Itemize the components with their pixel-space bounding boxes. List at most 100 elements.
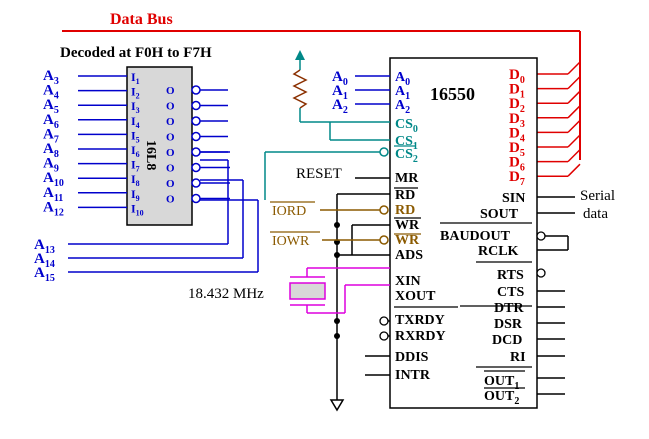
data-bus-title: Data Bus: [110, 11, 173, 28]
uart-right-wires: [536, 196, 575, 395]
pin-ads: ADS: [395, 248, 423, 263]
data-pin-D7: D7: [509, 169, 525, 188]
decoder-input-A6: A6: [43, 112, 59, 131]
data-pin-D6: D6: [509, 155, 525, 174]
decoder-pin-label: I7: [131, 158, 140, 174]
decoder-input-A11: A11: [43, 185, 63, 204]
pin-dtr: DTR: [494, 301, 524, 316]
control-wiring: [329, 177, 390, 412]
decoder-pin-label: I3: [131, 99, 140, 115]
decoder-input-A5: A5: [43, 97, 59, 116]
decoder-output-label: O: [166, 132, 175, 144]
io-control-lines: [270, 201, 389, 245]
decoder-input-A10: A10: [43, 170, 64, 189]
decoded-label: Decoded at F0H to F7H: [60, 45, 212, 61]
crystal-label: 18.432 MHz: [188, 286, 264, 302]
uart-address-A2: A2: [332, 97, 348, 116]
address-A13: A13: [34, 237, 55, 256]
pin-wr-bar: WR: [395, 233, 420, 248]
decoder-input-A12: A12: [43, 199, 64, 218]
pin-dsr: DSR: [494, 317, 523, 332]
pin-dcd: DCD: [492, 333, 522, 348]
decoder-output-bubble: [191, 162, 201, 173]
decoder-output-bubble: [191, 147, 201, 157]
decoder-chip: [126, 66, 193, 226]
pin-intr: INTR: [395, 368, 431, 383]
decoder-output-label: O: [166, 116, 175, 128]
data-pin-D3: D3: [509, 111, 525, 130]
address-A15: A15: [34, 265, 55, 284]
uart-address-A1: A1: [332, 83, 348, 102]
pin-a0: A0: [395, 70, 410, 88]
data-pin-D5: D5: [509, 140, 525, 159]
pin-a2: A2: [395, 98, 410, 116]
pin-rd: RD: [395, 188, 415, 203]
decoder-pin-label: I8: [131, 172, 140, 188]
pin-rd-bar: RD: [395, 203, 415, 218]
decoder-output-label: O: [166, 194, 175, 206]
pin-ddis: DDIS: [395, 350, 429, 365]
address-A14: A14: [34, 251, 55, 270]
iowr-label: IOWR: [272, 234, 310, 249]
decoder-output-bubble: [191, 131, 201, 142]
uart-address-A0: A0: [332, 69, 348, 88]
chip-select-network: [264, 50, 390, 200]
reset-label: RESET: [296, 166, 342, 182]
decoder-pin-label: I4: [131, 114, 140, 130]
decoder-pin-label: I6: [131, 143, 140, 159]
pin-cs2: CS2: [395, 147, 418, 165]
serial-label: Serial: [580, 188, 615, 204]
pin-xout: XOUT: [395, 289, 436, 304]
data-pin-D4: D4: [509, 125, 525, 144]
decoder-input-A3: A3: [43, 68, 59, 87]
pin-mr: MR: [395, 171, 419, 186]
uart-chip-label: 16550: [430, 84, 475, 104]
pin-baudout: BAUDOUT: [440, 229, 511, 244]
decoder-input-A8: A8: [43, 141, 59, 160]
decoder-output-label: O: [166, 85, 175, 97]
decoder-output-label: O: [166, 101, 175, 113]
pin-cts: CTS: [497, 285, 524, 300]
decoder-output-bubble: [191, 178, 201, 188]
data-pin-D1: D1: [509, 82, 525, 101]
pin-sin: SIN: [502, 191, 525, 206]
pin-rts: RTS: [497, 268, 524, 283]
data-label: data: [583, 206, 608, 222]
decoder-output-label: O: [166, 178, 175, 190]
pin-sout: SOUT: [480, 207, 519, 222]
pin-cs0: CS0: [395, 117, 418, 135]
uart-left-pins: A0 A1 A2 CS0 CS1 CS2 MR RD RD WR WR ADS …: [394, 70, 458, 383]
iord-label: IORD: [272, 204, 306, 219]
decoder-input-A7: A7: [43, 126, 59, 145]
crystal-oscillator: [289, 267, 390, 314]
pin-rxrdy: RXRDY: [395, 329, 446, 344]
data-bus-taps: [537, 61, 581, 177]
decoder-pin-label: I5: [131, 128, 140, 144]
decoder-output-label: O: [166, 147, 175, 159]
pin-wr: WR: [395, 218, 420, 233]
decoder-output-label: O: [166, 163, 175, 175]
decoder-pin-label: I2: [131, 85, 140, 101]
decoder-output-bubble: [191, 193, 201, 204]
decoder-pin-label: I1: [131, 70, 140, 86]
pin-a1: A1: [395, 84, 410, 102]
decoder-output-bubble: [191, 85, 201, 95]
decoder-input-A4: A4: [43, 83, 59, 102]
pin-out1: OUT1: [484, 374, 519, 392]
decoder-output-bubble: [191, 100, 201, 111]
pin-ri: RI: [510, 350, 526, 365]
data-bus: [62, 30, 581, 177]
data-pin-D2: D2: [509, 96, 525, 115]
pin-rclk: RCLK: [478, 244, 519, 259]
decoder-input-A9: A9: [43, 156, 59, 175]
pin-txrdy: TXRDY: [395, 313, 445, 328]
pin-out2: OUT2: [484, 389, 519, 407]
data-pin-D0: D0: [509, 67, 525, 86]
decoder-output-bubble: [191, 116, 201, 126]
